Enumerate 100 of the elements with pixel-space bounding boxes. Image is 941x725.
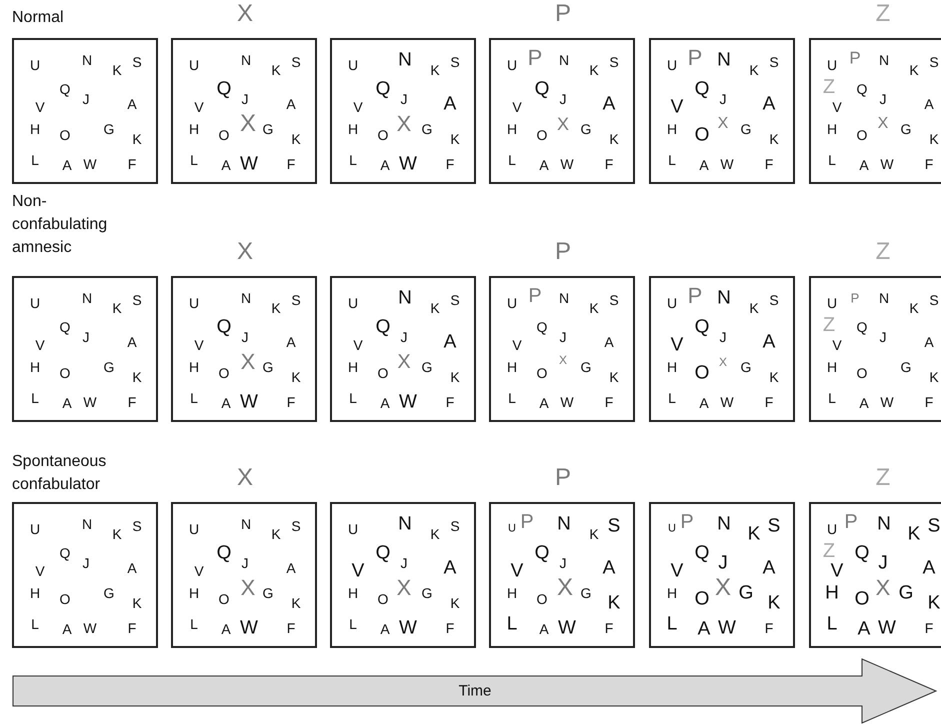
letter: K xyxy=(132,132,142,146)
letter: O xyxy=(378,366,388,380)
letter: L xyxy=(826,614,838,634)
letter: J xyxy=(400,556,408,570)
letter: A xyxy=(924,335,934,349)
row-title: Normal xyxy=(12,8,65,28)
letter: H xyxy=(825,584,839,602)
letter: A xyxy=(286,335,296,349)
letter: Q xyxy=(216,318,232,336)
letter: N xyxy=(558,291,570,305)
letter: S xyxy=(450,519,460,533)
letter-box xyxy=(489,38,635,184)
letter: N xyxy=(877,514,891,534)
letter: F xyxy=(128,395,136,409)
letter: L xyxy=(668,153,676,167)
letter: O xyxy=(536,366,548,380)
letter: K xyxy=(909,301,919,315)
letter: L xyxy=(31,617,39,631)
letter: A xyxy=(699,396,709,410)
letter: K xyxy=(450,596,460,610)
letter: F xyxy=(764,621,774,635)
letter: F xyxy=(286,621,296,635)
letter: W xyxy=(718,618,736,638)
letter: N xyxy=(82,517,92,531)
letter: K xyxy=(749,301,759,315)
letter-box xyxy=(649,276,795,422)
letter-box xyxy=(809,276,941,422)
letter: H xyxy=(30,360,40,374)
letter: F xyxy=(604,395,614,409)
letter: P xyxy=(528,47,542,69)
letter: K xyxy=(608,594,620,612)
letter: J xyxy=(560,556,566,570)
letter: V xyxy=(832,100,842,114)
letter: G xyxy=(580,586,592,600)
letter: Q xyxy=(694,544,710,562)
letter: V xyxy=(510,562,524,580)
letter-box xyxy=(12,38,158,184)
letter: S xyxy=(450,55,460,69)
letter: U xyxy=(508,524,516,534)
letter: K xyxy=(929,370,939,384)
letter: L xyxy=(666,614,678,634)
column-header: X xyxy=(237,240,253,264)
letter: W xyxy=(83,157,97,171)
letter: G xyxy=(262,586,274,600)
letter: U xyxy=(188,58,200,72)
letter: L xyxy=(508,153,516,167)
letter: G xyxy=(740,360,752,374)
letter: N xyxy=(82,291,92,305)
letter: S xyxy=(769,55,779,69)
letter: L xyxy=(828,391,836,405)
letter: A xyxy=(380,158,390,172)
time-arrow xyxy=(12,658,938,724)
letter: H xyxy=(666,360,678,374)
letter: K xyxy=(609,132,619,146)
letter-box xyxy=(330,276,476,422)
letter: N xyxy=(878,291,890,305)
letter: O xyxy=(856,366,868,380)
letter: G xyxy=(422,586,432,600)
letter-box xyxy=(171,502,317,648)
letter: G xyxy=(104,122,114,136)
letter: X xyxy=(876,577,890,599)
letter: Q xyxy=(60,82,70,96)
letter: W xyxy=(878,618,896,638)
letter: N xyxy=(240,291,252,305)
letter: F xyxy=(446,395,454,409)
letter-box xyxy=(330,38,476,184)
letter: Q xyxy=(694,318,710,336)
letter: Z xyxy=(822,541,836,561)
letter: J xyxy=(242,330,248,344)
letter: G xyxy=(738,584,754,602)
letter: L xyxy=(349,391,357,405)
letter: X xyxy=(397,352,411,372)
letter: K xyxy=(132,596,142,610)
letter: K xyxy=(271,301,281,315)
letter: G xyxy=(580,122,592,136)
letter: A xyxy=(699,158,709,172)
letter: S xyxy=(768,516,780,536)
letter: G xyxy=(104,360,114,374)
letter: A xyxy=(602,558,616,578)
letter: Q xyxy=(376,544,390,562)
letter: X xyxy=(240,112,256,136)
letter: S xyxy=(609,293,619,307)
letter: V xyxy=(194,564,204,578)
letter: L xyxy=(349,617,357,631)
letter: W xyxy=(720,395,734,409)
column-header: Z xyxy=(876,2,890,26)
letter: H xyxy=(506,122,518,136)
letter: O xyxy=(378,592,388,606)
row-title: Non- confabulating amnesic xyxy=(12,192,108,258)
letter: K xyxy=(430,527,440,541)
letter: N xyxy=(240,517,252,531)
letter-box xyxy=(171,38,317,184)
letter: O xyxy=(60,592,70,606)
letter: Q xyxy=(216,544,232,562)
letter: O xyxy=(60,366,70,380)
letter: S xyxy=(291,293,301,307)
letter: A xyxy=(858,620,870,638)
letter: O xyxy=(856,128,868,142)
letter: K xyxy=(928,594,940,612)
letter: Q xyxy=(376,318,390,336)
